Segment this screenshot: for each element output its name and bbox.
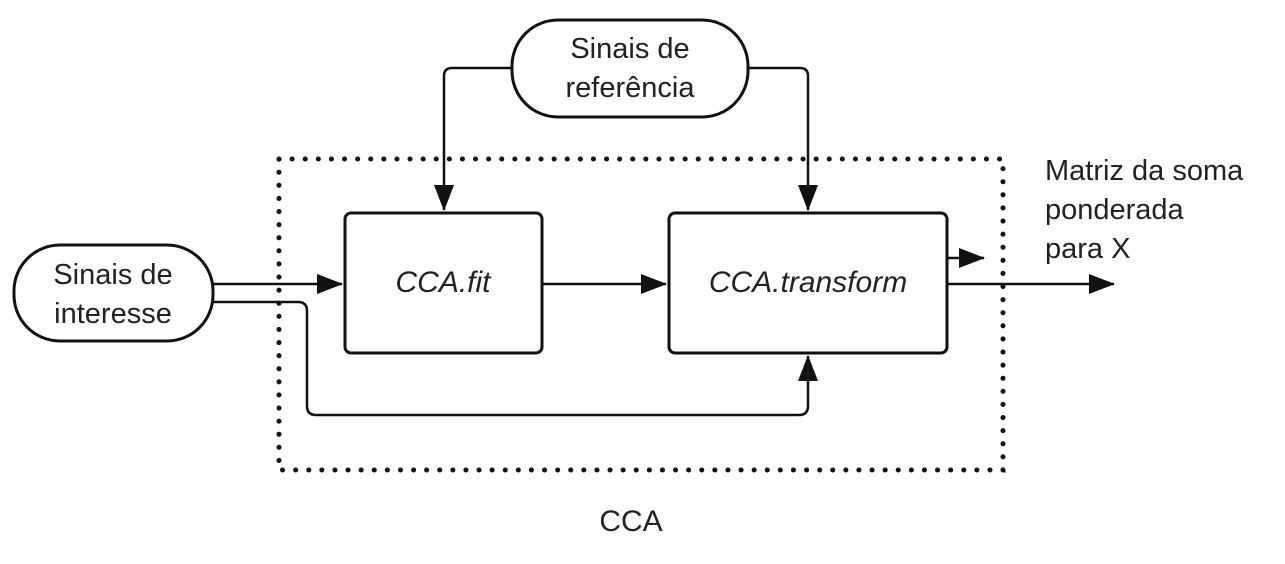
interest-to-transform-arrow	[213, 300, 818, 417]
cca-group-label: CCA	[599, 505, 662, 538]
cca-group-boundary	[276, 156, 1006, 473]
reference-signals-label-line1: Sinais de	[570, 33, 689, 65]
cca-transform-label: CCA.transform	[709, 266, 907, 299]
interest-signals-label-line1: Sinais de	[53, 259, 172, 291]
output-label-line1: Matriz da soma	[1045, 155, 1244, 187]
output-label-line2: ponderada	[1045, 194, 1185, 226]
cca-fit-label: CCA.fit	[395, 266, 492, 299]
interest-signals-label-line2: interesse	[54, 298, 172, 330]
reference-signals-label-line2: referência	[566, 72, 696, 104]
output-label-line3: para X	[1045, 233, 1130, 265]
reference-to-fit-arrow	[434, 66, 512, 211]
reference-to-transform-arrow	[748, 66, 818, 211]
interest-signals-node	[12, 243, 215, 343]
